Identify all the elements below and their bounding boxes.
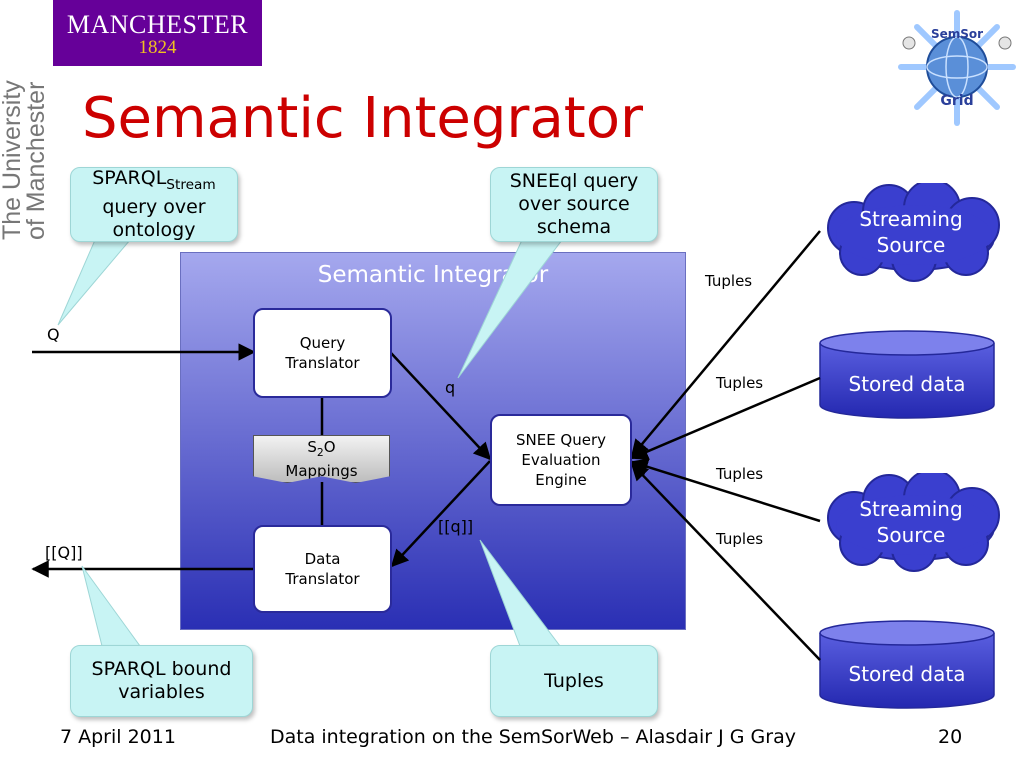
semsorgrid-top-text: SemSor: [931, 27, 983, 41]
query-translator-label: Query Translator: [285, 334, 360, 372]
stored2-tuples-arrow: [630, 462, 821, 661]
stored1-tuples-arrow: [630, 376, 821, 460]
bracket-q-label: [[q]]: [438, 517, 474, 536]
callout-sneeql: SNEEql query over source schema: [490, 167, 658, 242]
callout-sneeql-text: SNEEql query over source schema: [509, 170, 639, 238]
small-q-label: q: [445, 378, 456, 397]
tail-sparql-stream: [57, 239, 132, 326]
stored-data-2-label: Stored data: [848, 662, 966, 686]
stream1-tuples-arrow: [630, 230, 821, 458]
callout-sparql-stream-text: SPARQLStream query over ontology: [92, 166, 216, 242]
s2o-mappings-word: Mappings: [285, 461, 358, 480]
q-to-engine-arrow: [390, 352, 492, 461]
tuples-label-3: Tuples: [716, 465, 764, 483]
bracket-Q-label: [[Q]]: [45, 543, 83, 562]
logo-year: 1824: [138, 37, 177, 58]
callout-sparql-stream: SPARQLStream query over ontology: [70, 167, 238, 242]
engine-to-data-translator-arrow: [390, 460, 491, 568]
tail-tuples: [479, 539, 562, 647]
callout-sparql-bound: SPARQL bound variables: [70, 645, 253, 717]
footer-title: Data integration on the SemSorWeb – Alas…: [270, 726, 796, 748]
stored-data-1-cylinder: [819, 330, 995, 419]
semsorgrid-logo: SemSor Grid: [898, 10, 1016, 126]
page-title: Semantic Integrator: [82, 86, 644, 151]
data-translator-label: Data Translator: [285, 550, 360, 588]
stored-data-2-cylinder: [819, 620, 995, 709]
streaming-source-1-cloud: [827, 183, 1000, 282]
callout-sparql-bound-text: SPARQL bound variables: [91, 658, 232, 703]
stream2-tuples-arrow: [630, 458, 821, 523]
s2o-mappings-title: S2O: [307, 437, 336, 459]
query-translator-node: Query Translator: [253, 308, 392, 398]
callout-tuples: Tuples: [490, 645, 658, 717]
semsorgrid-bottom-text: Grid: [940, 93, 973, 109]
manchester-logo: MANCHESTER 1824: [53, 0, 262, 66]
stored-data-1-label: Stored data: [848, 372, 966, 396]
callout-tuples-text: Tuples: [544, 669, 604, 692]
q-label: Q: [47, 325, 60, 344]
streaming-source-2-label: Streaming Source: [859, 497, 963, 547]
logo-wordmark: MANCHESTER: [66, 10, 249, 39]
tuples-label-2: Tuples: [716, 374, 764, 392]
tuples-label-1: Tuples: [705, 272, 753, 290]
tail-sparql-bound: [81, 565, 141, 647]
streaming-source-2-cloud: [827, 473, 1000, 572]
data-translator-node: Data Translator: [253, 525, 392, 613]
streaming-source-1-label: Streaming Source: [859, 207, 963, 257]
footer-page-number: 20: [938, 726, 963, 748]
snee-engine-label: SNEE Query Evaluation Engine: [515, 431, 607, 489]
footer-date: 7 April 2011: [60, 726, 176, 748]
tuples-label-4: Tuples: [716, 530, 764, 548]
tail-sneeql: [457, 239, 564, 379]
s2o-mappings-node: S2O Mappings: [253, 435, 390, 483]
